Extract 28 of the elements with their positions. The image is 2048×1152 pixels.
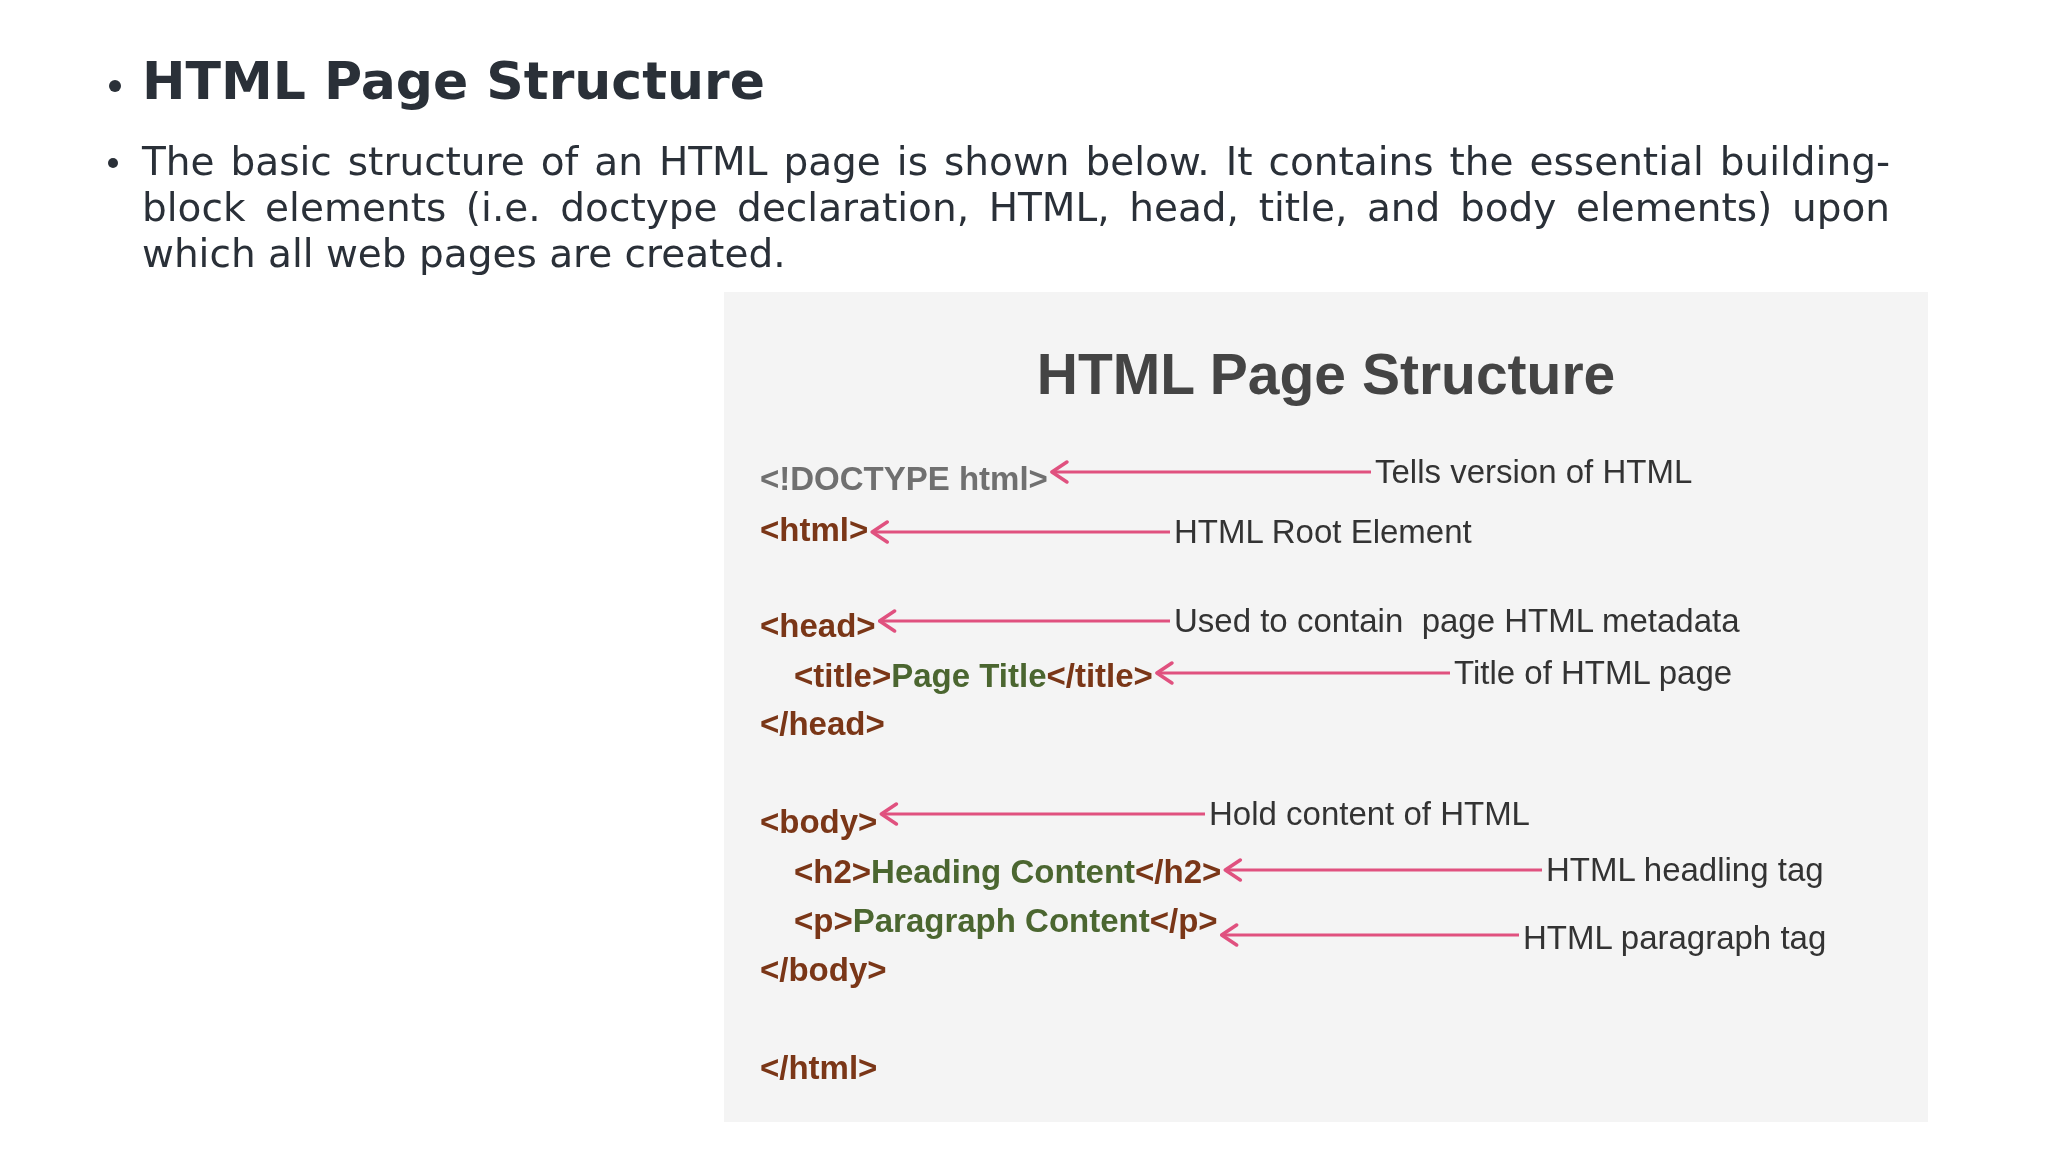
code-line: </html> xyxy=(760,1048,878,1088)
image-panel xyxy=(724,292,1928,1122)
code-line: <p>Paragraph Content</p> xyxy=(794,901,1218,941)
annotation-text: HTML headling tag xyxy=(1546,851,1824,889)
arrow xyxy=(1223,858,1542,882)
code-line: <h2>Heading Content</h2> xyxy=(794,852,1222,892)
annotation-text: HTML paragraph tag xyxy=(1523,919,1827,957)
arrow xyxy=(870,520,1170,544)
arrow xyxy=(1155,661,1450,685)
panel-title: HTML Page Structure xyxy=(1036,342,1616,408)
code-line: <html> xyxy=(760,510,869,550)
code-line: <!DOCTYPE html> xyxy=(760,459,1048,499)
annotation-text: Hold content of HTML xyxy=(1209,795,1530,833)
code-line: <body> xyxy=(760,802,878,842)
arrow xyxy=(1219,923,1519,947)
arrow xyxy=(1050,460,1371,484)
code-line: </body> xyxy=(760,950,887,990)
code-line: <head> xyxy=(760,606,876,646)
code-line: <title>Page Title</title> xyxy=(794,656,1153,696)
arrow xyxy=(879,802,1205,826)
annotation-text: Title of HTML page xyxy=(1454,654,1733,692)
code-line: </head> xyxy=(760,704,885,744)
arrow xyxy=(877,609,1170,633)
body-text: The basic structure of an HTML page is shown below. It contains the essential building-block elements (i.e. doctype declaration, HTML, head, title, and body elements) upon which all web pages are created. xyxy=(142,139,1890,277)
slide-title: HTML Page Structure xyxy=(142,52,765,112)
annotation-text: Used to contain page HTML metadata xyxy=(1174,602,1740,640)
annotation-text: HTML Root Element xyxy=(1174,513,1472,551)
annotation-text: Tells version of HTML xyxy=(1375,453,1693,491)
